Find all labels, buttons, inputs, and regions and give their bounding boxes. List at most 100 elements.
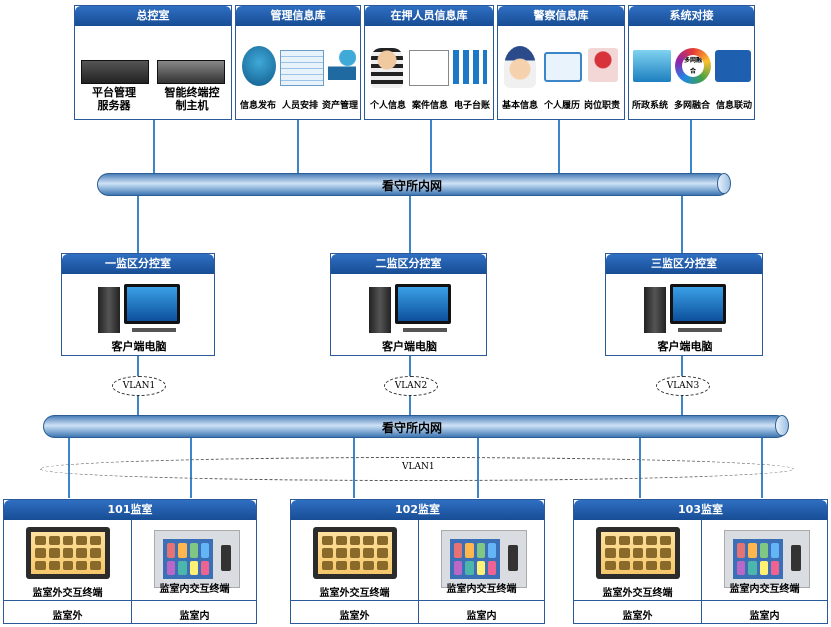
link-line xyxy=(137,195,139,253)
zone-label: 监室内 xyxy=(466,611,497,622)
item-label: 案件信息 xyxy=(411,101,448,111)
system-icon xyxy=(633,50,671,82)
outer-terminal-icon xyxy=(313,527,397,579)
item-label: 信息联动 xyxy=(715,101,752,111)
pc-tower-icon xyxy=(644,287,666,333)
device-label: 监室外交互终端 xyxy=(602,588,673,599)
link-line xyxy=(681,195,683,253)
panel-title: 在押人员信息库 xyxy=(365,6,493,26)
panel-title: 一监区分控室 xyxy=(62,254,214,274)
vlan-tag: VLAN2 xyxy=(384,376,438,396)
police-icon xyxy=(504,46,536,88)
item-label: 个人履历 xyxy=(543,101,580,111)
police-db-panel: 警察信息库 基本信息 个人履历 岗位职责 xyxy=(497,5,625,120)
tube-cap xyxy=(775,415,789,436)
item-label: 多网融合 xyxy=(673,101,710,111)
item-label: 人员安排 xyxy=(281,101,318,111)
panel-title: 三监区分控室 xyxy=(606,254,762,274)
server-label: 平台管理服务器 xyxy=(92,86,136,112)
detainee-db-panel: 在押人员信息库 个人信息 案件信息 电子台账 xyxy=(364,5,494,120)
network-label: 看守所内网 xyxy=(382,421,443,435)
device-label: 监室内交互终端 xyxy=(159,584,230,595)
item-label: 岗位职责 xyxy=(583,101,620,111)
vlan-ellipse xyxy=(40,457,794,481)
cell-panel: 101监室 监室外交互终端 监室内交互终端 监室外 监室内 xyxy=(3,499,257,624)
divider xyxy=(131,520,132,623)
keyboard-icon xyxy=(678,328,722,332)
panel-title: 管理信息库 xyxy=(236,6,360,26)
vlan-tag: VLAN3 xyxy=(656,376,710,396)
linkage-icon xyxy=(715,50,751,82)
divider xyxy=(418,520,419,623)
link-line xyxy=(690,120,692,176)
divider xyxy=(4,600,256,601)
zone-panel: 二监区分控室 客户端电脑 xyxy=(330,253,487,356)
zone-label: 监室外 xyxy=(622,611,653,622)
cell-panel: 102监室 监室外交互终端 监室内交互终端 监室外 监室内 xyxy=(290,499,545,624)
host-label: 智能终端控制主机 xyxy=(164,86,220,112)
inner-terminal-icon xyxy=(441,530,527,588)
zone-panel: 三监区分控室 客户端电脑 xyxy=(605,253,763,356)
panel-title: 二监区分控室 xyxy=(331,254,486,274)
vlan-tag: VLAN1 xyxy=(112,376,166,396)
inner-terminal-icon xyxy=(154,530,240,588)
item-label: 资产管理 xyxy=(321,101,358,111)
detainee-icon xyxy=(371,48,403,88)
duty-icon xyxy=(588,48,618,82)
panel-title: 总控室 xyxy=(75,6,231,26)
fusion-logo-text: 多网融合 xyxy=(682,55,704,77)
asset-icon xyxy=(328,50,356,80)
item-label: 基本信息 xyxy=(501,101,538,111)
monitor-icon xyxy=(670,284,726,324)
panel-title: 102监室 xyxy=(291,500,544,520)
item-label: 信息发布 xyxy=(239,101,276,111)
server-icon xyxy=(81,60,149,84)
zone-label: 监室外 xyxy=(339,611,370,622)
cell-panel: 103监室 监室外交互终端 监室内交互终端 监室外 监室内 xyxy=(573,499,828,624)
item-label: 个人信息 xyxy=(369,101,406,111)
ledger-icon xyxy=(453,50,487,84)
control-room-panel: 总控室 平台管理服务器 智能终端控制主机 xyxy=(74,5,232,120)
divider xyxy=(291,600,544,601)
monitor-icon xyxy=(124,284,180,324)
device-label: 客户端电脑 xyxy=(657,340,713,353)
item-label: 所政系统 xyxy=(631,101,668,111)
inner-terminal-icon xyxy=(724,530,810,588)
zone-panel: 一监区分控室 客户端电脑 xyxy=(61,253,215,356)
outer-terminal-icon xyxy=(596,527,680,579)
zone-label: 监室内 xyxy=(749,611,780,622)
item-label: 电子台账 xyxy=(453,101,490,111)
device-label: 监室外交互终端 xyxy=(32,588,103,599)
host-icon xyxy=(157,60,225,84)
vlan-label: VLAN1 xyxy=(400,462,437,472)
link-line xyxy=(153,120,155,176)
panel-title: 系统对接 xyxy=(629,6,754,26)
divider xyxy=(701,520,702,623)
link-line xyxy=(297,120,299,176)
case-icon xyxy=(409,50,449,86)
device-label: 监室内交互终端 xyxy=(446,584,517,595)
keyboard-icon xyxy=(132,328,176,332)
device-label: 客户端电脑 xyxy=(382,340,437,353)
panel-title: 103监室 xyxy=(574,500,827,520)
schedule-icon xyxy=(280,50,324,86)
link-line xyxy=(558,120,560,176)
link-line xyxy=(409,195,411,253)
device-label: 监室外交互终端 xyxy=(319,588,390,599)
tube-cap xyxy=(717,173,731,194)
pc-tower-icon xyxy=(369,287,391,333)
fusion-icon: 多网融合 xyxy=(675,48,711,84)
publish-icon xyxy=(242,46,276,86)
divider xyxy=(574,600,827,601)
panel-title: 101监室 xyxy=(4,500,256,520)
integration-panel: 系统对接 多网融合 所政系统 多网融合 信息联动 xyxy=(628,5,755,120)
resume-icon xyxy=(544,52,582,82)
zone-label: 监室外 xyxy=(52,611,83,622)
network-tube-mid xyxy=(43,415,789,438)
device-label: 客户端电脑 xyxy=(111,340,167,353)
network-label: 看守所内网 xyxy=(382,179,443,193)
management-db-panel: 管理信息库 信息发布 人员安排 资产管理 xyxy=(235,5,361,120)
keyboard-icon xyxy=(403,328,447,332)
link-line xyxy=(430,120,432,176)
device-label: 监室内交互终端 xyxy=(729,584,800,595)
